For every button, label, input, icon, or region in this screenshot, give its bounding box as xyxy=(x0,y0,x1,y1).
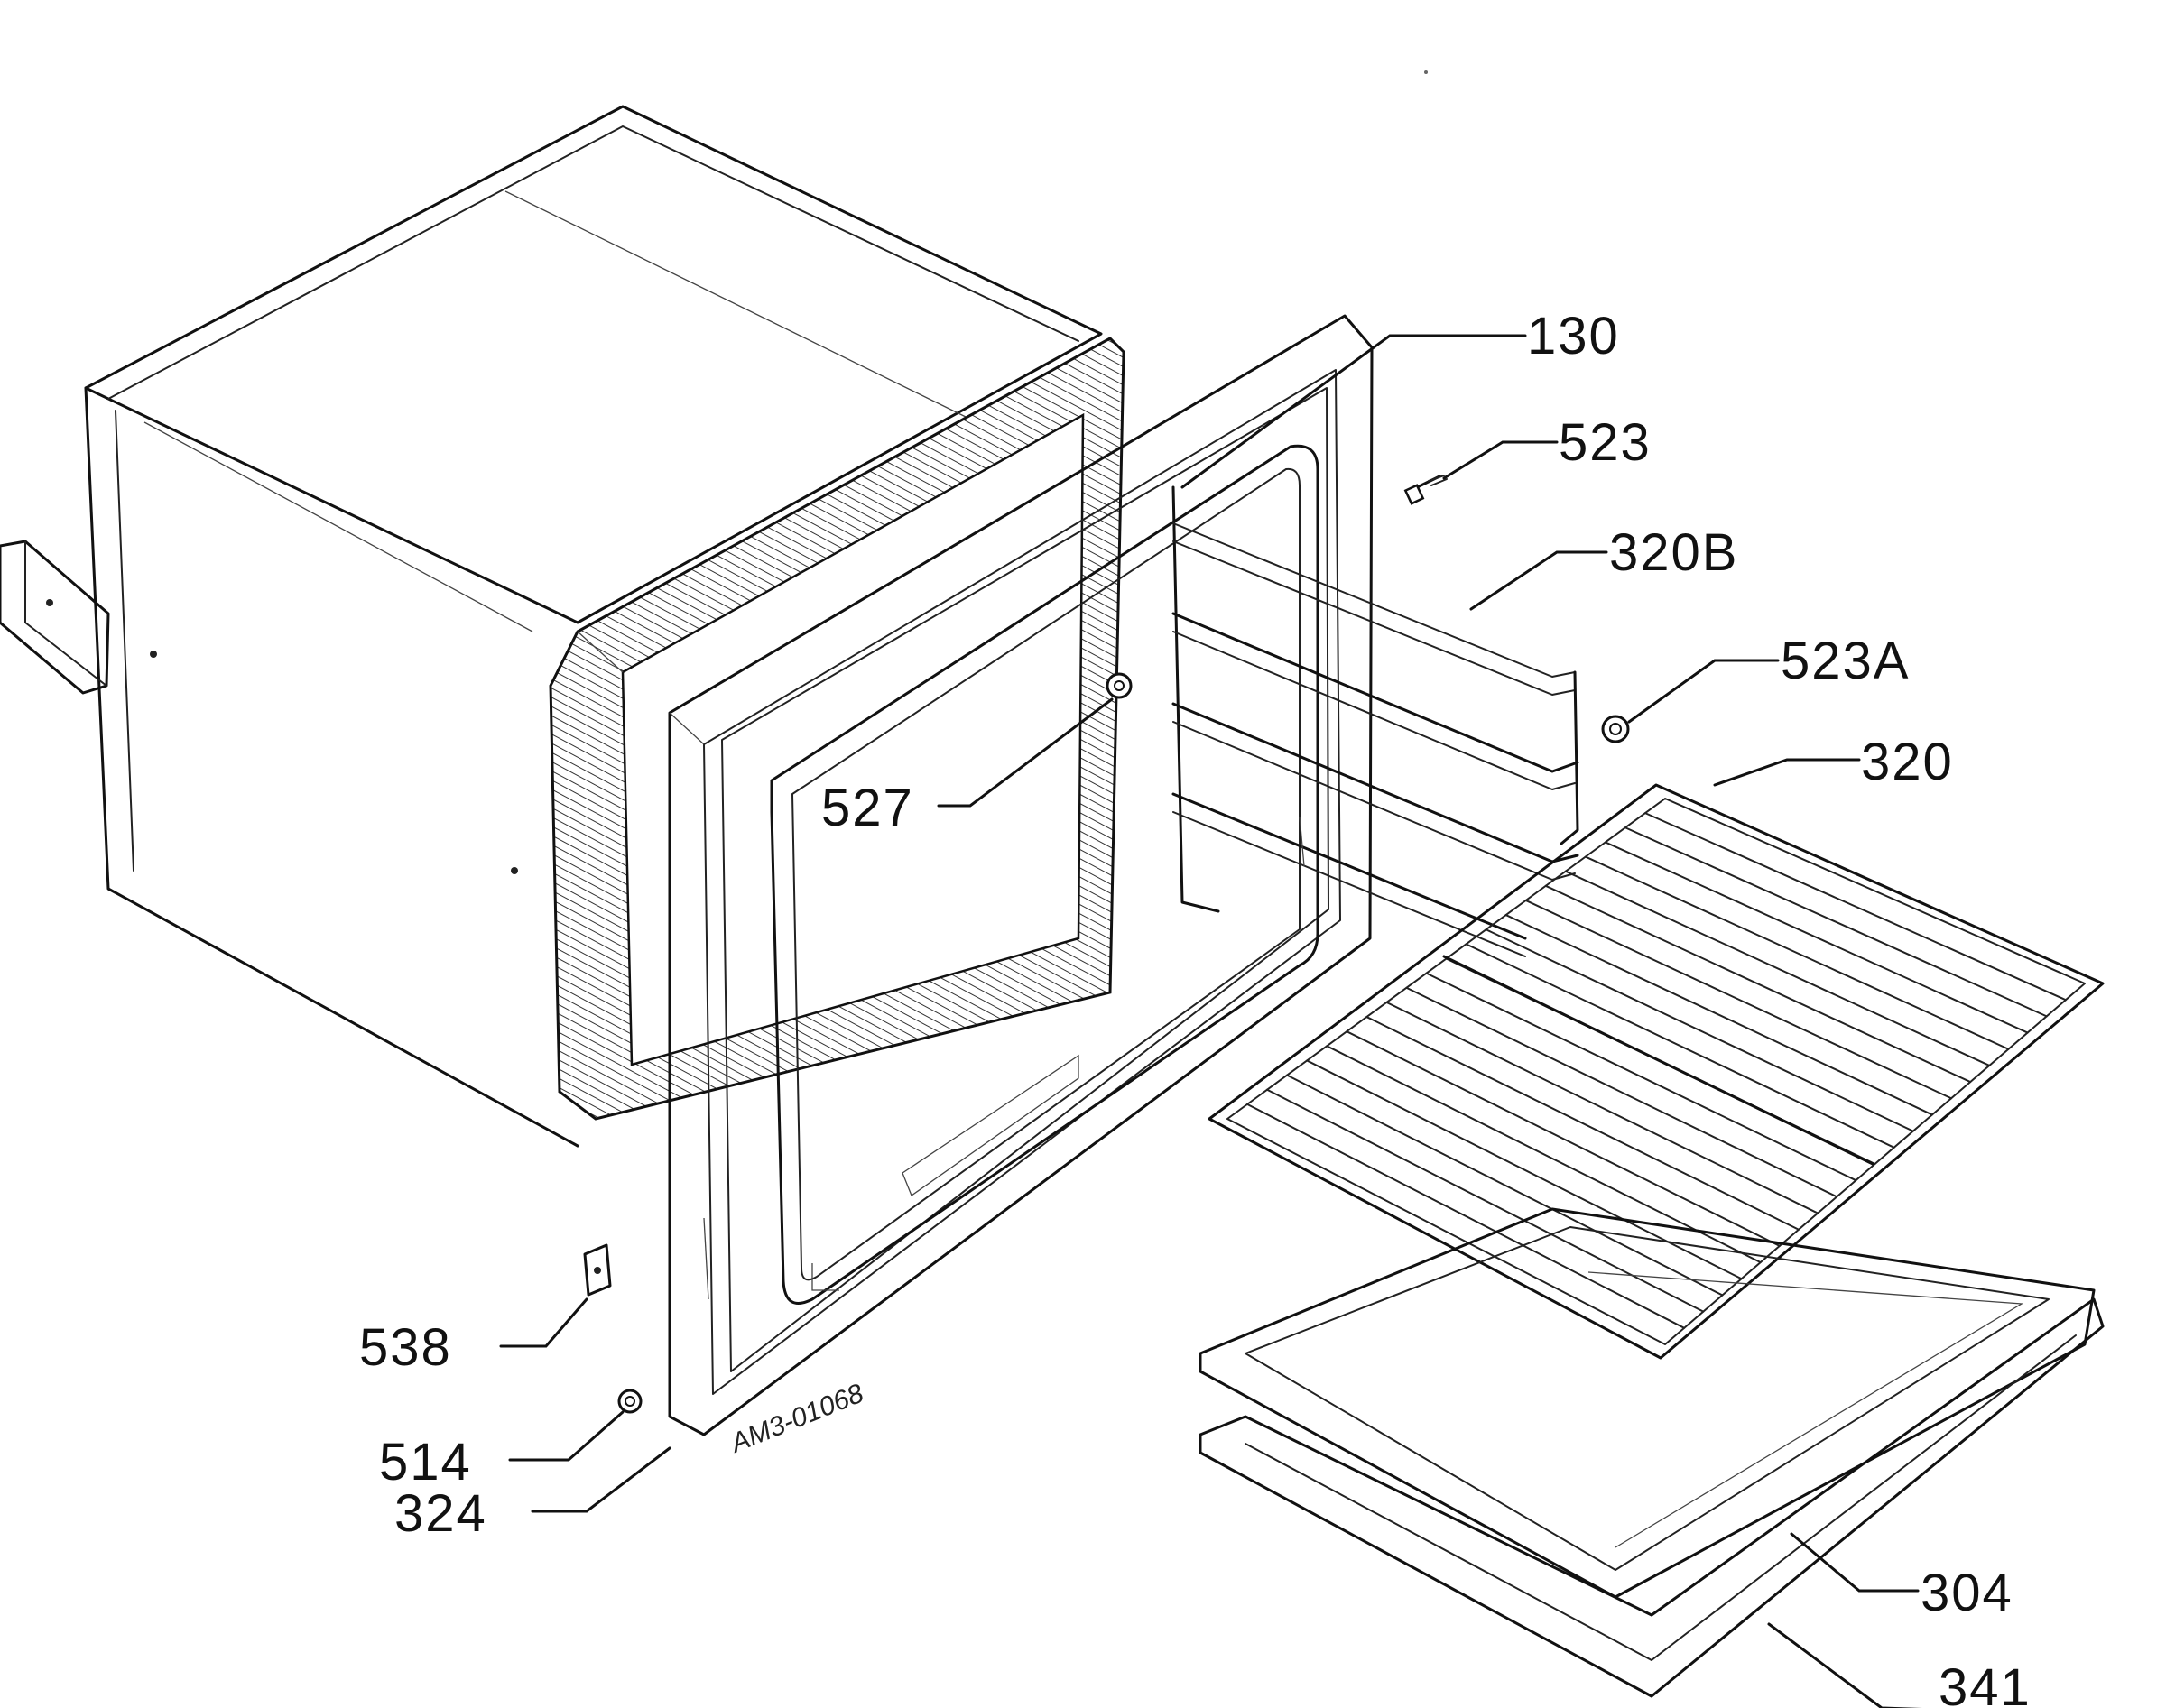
label-523A: 523A xyxy=(1781,632,1910,690)
oven-cavity-box xyxy=(0,105,1125,1148)
shelf-wire-bar xyxy=(1365,1016,1800,1231)
shelf-wire-bar xyxy=(1624,826,2048,1018)
shelf-wire-bar xyxy=(1405,986,1838,1198)
leader-lines xyxy=(499,334,1923,1708)
label-523: 523 xyxy=(1559,413,1652,472)
label-538: 538 xyxy=(359,1318,452,1377)
shelf-wire-bar xyxy=(1584,855,2010,1050)
shelf-wire-bars xyxy=(1246,812,2067,1329)
front-flange xyxy=(549,337,1125,1121)
shelf-wire-bar xyxy=(1524,899,1953,1100)
label-341: 341 xyxy=(1939,1658,2032,1708)
baking-tray-304 xyxy=(1199,1207,2096,1599)
shelf-wire-bar xyxy=(1286,1074,1724,1297)
shelf-wire-bar xyxy=(1385,1001,1819,1214)
shelf-wire-bar xyxy=(1346,1030,1781,1247)
shelf-center-spine xyxy=(1442,955,1874,1166)
shelf-wire-bar xyxy=(1604,841,2029,1034)
shelf-wire-bar xyxy=(1266,1088,1705,1313)
shelf-wire-bar xyxy=(1643,812,2067,1002)
oven-shelf-grid-320 xyxy=(1208,783,2105,1360)
shelf-wire-bar xyxy=(1544,884,1972,1084)
label-514: 514 xyxy=(379,1433,472,1491)
nut-514 xyxy=(617,1389,643,1414)
shelf-wire-bar xyxy=(1326,1045,1762,1264)
shelf-wire-bar xyxy=(1246,1103,1686,1329)
shelf-wire-bar xyxy=(1485,928,1914,1132)
oven-side-rack-320B xyxy=(1171,485,1579,957)
speck xyxy=(1424,70,1428,74)
grommet-527 xyxy=(1106,672,1133,699)
door-frame-324 xyxy=(668,314,1374,1436)
shelf-wire-bar xyxy=(1504,914,1933,1116)
label-324: 324 xyxy=(394,1484,487,1543)
drip-tray-341 xyxy=(1199,1297,2105,1698)
label-527: 527 xyxy=(821,779,914,837)
shelf-wire-bar xyxy=(1564,870,1991,1066)
clip-538 xyxy=(583,1243,612,1297)
side-mounting-bracket xyxy=(0,540,518,874)
label-304: 304 xyxy=(1921,1564,2013,1622)
screw-523 xyxy=(1403,475,1448,505)
drawing-code: AM3-01068 xyxy=(725,1379,867,1460)
shelf-wire-bar xyxy=(1465,943,1895,1149)
label-320: 320 xyxy=(1861,733,1954,791)
grommet-523A xyxy=(1601,715,1630,743)
shelf-wire-bar xyxy=(1425,972,1857,1182)
label-130: 130 xyxy=(1527,307,1620,365)
label-320B: 320B xyxy=(1609,523,1738,582)
